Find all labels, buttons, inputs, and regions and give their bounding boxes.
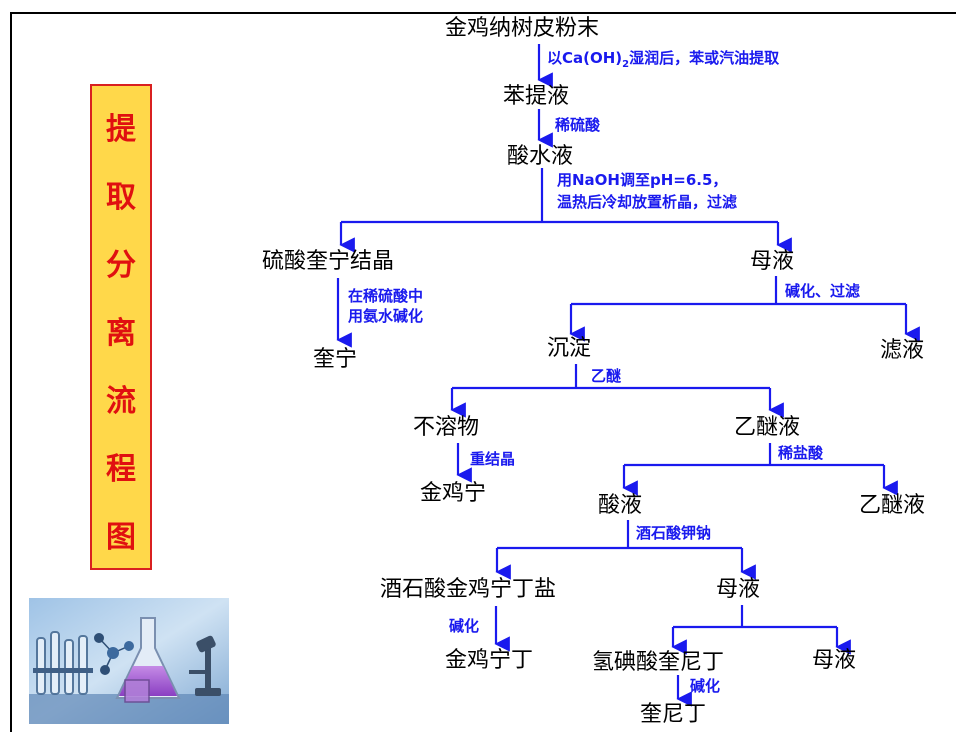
title-char: 流 <box>106 384 136 419</box>
lab-glassware-image <box>29 598 229 724</box>
slide-frame <box>10 12 956 732</box>
node-cinchonidine: 金鸡宁丁 <box>445 648 534 673</box>
node-mother-liquor-3: 母液 <box>812 648 857 673</box>
node-acid-water: 酸水液 <box>507 144 574 169</box>
step-label-basify-filter: 碱化、过滤 <box>785 282 861 300</box>
title-char: 分 <box>106 248 136 283</box>
step-label-basify: 碱化 <box>449 617 480 635</box>
step-label-dilute-hcl: 稀盐酸 <box>778 444 824 462</box>
node-quinidine: 奎尼丁 <box>640 702 707 727</box>
node-bark-powder: 金鸡纳树皮粉末 <box>445 16 600 41</box>
node-mother-liquor: 母液 <box>750 249 795 274</box>
node-quinine: 奎宁 <box>313 347 358 372</box>
node-precipitate: 沉淀 <box>547 336 592 361</box>
node-cinchonine: 金鸡宁 <box>420 481 487 506</box>
step-label-rochelle-salt: 酒石酸钾钠 <box>636 524 712 542</box>
node-mother-liquor-2: 母液 <box>716 577 761 602</box>
step-label-ether: 乙醚 <box>591 367 622 385</box>
step-label-ammonia-basify: 用氨水碱化 <box>348 307 424 325</box>
title-char: 取 <box>106 180 136 215</box>
node-ether-solution-2: 乙醚液 <box>859 493 926 518</box>
node-benzene-extract: 苯提液 <box>503 84 570 109</box>
node-acid-solution: 酸液 <box>598 493 643 518</box>
step-label-crystallize: 温热后冷却放置析晶，过滤 <box>557 193 738 211</box>
title-char: 提 <box>106 112 136 147</box>
node-quinine-sulfate-crystal: 硫酸奎宁结晶 <box>262 249 395 274</box>
step-label-extraction: 以Ca(OH)2湿润后，苯或汽油提取 <box>547 49 780 70</box>
node-filtrate: 滤液 <box>880 338 925 363</box>
title-char: 图 <box>106 520 136 555</box>
title-char: 程 <box>106 452 136 487</box>
node-cinchonine-tartrate: 酒石酸金鸡宁丁盐 <box>380 577 557 602</box>
step-label-in-dilute-sulfuric: 在稀硫酸中 <box>348 287 424 305</box>
step-label-recrystallize: 重结晶 <box>470 450 516 468</box>
node-ether-solution: 乙醚液 <box>734 415 801 440</box>
node-insoluble: 不溶物 <box>413 415 480 440</box>
step-label-adjust-ph: 用NaOH调至pH=6.5， <box>557 171 728 189</box>
flowchart-title-box: 提 取 分 离 流 程 图 <box>90 84 152 570</box>
step-label-dilute-sulfuric: 稀硫酸 <box>555 116 601 134</box>
step-label-basify-2: 碱化 <box>690 677 721 695</box>
node-quinidine-hydroiodide: 氢碘酸奎尼丁 <box>592 650 725 675</box>
title-char: 离 <box>106 316 136 351</box>
